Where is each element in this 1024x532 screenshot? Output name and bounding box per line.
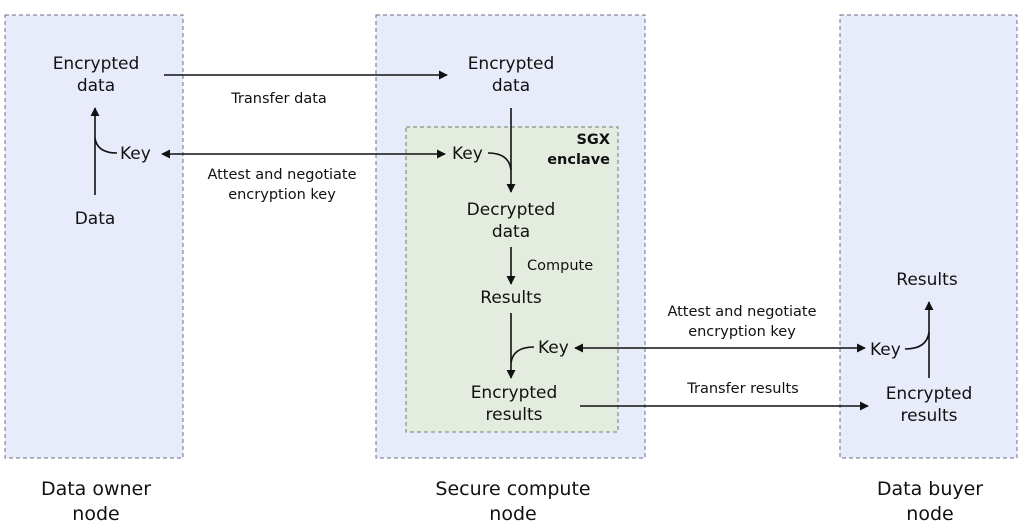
enclave-compute-label: Compute (527, 258, 593, 274)
compute-encrypted-data-line1: Encrypted (468, 54, 555, 74)
enclave-key-in-label: Key (452, 144, 483, 164)
compute-node-label-line1: Secure compute (435, 478, 590, 500)
buyer-encrypted-results-line1: Encrypted (886, 384, 973, 404)
enclave-encrypted-results-line1: Encrypted (471, 383, 558, 403)
compute-node-label-line2: node (489, 503, 536, 525)
buyer-node-label-line1: Data buyer (877, 478, 983, 500)
data-buyer-node-box (839, 14, 1018, 459)
transfer-data-label: Transfer data (230, 91, 327, 107)
enclave-results-label: Results (480, 288, 542, 308)
enclave-key-out-label: Key (538, 338, 569, 358)
enclave-title-line2: enclave (547, 152, 610, 168)
buyer-encrypted-results-line2: results (901, 406, 958, 426)
enclave-encrypted-results-line2: results (486, 405, 543, 425)
owner-data-label: Data (75, 209, 116, 229)
attest-owner-label-line1: Attest and negotiate (207, 167, 356, 183)
enclave-decrypted-line1: Decrypted (467, 200, 556, 220)
buyer-results-label: Results (896, 270, 958, 290)
enclave-key-out-join-curve (510, 346, 535, 364)
buyer-key-join-curve (904, 331, 930, 350)
compute-encrypted-data-line2: data (492, 76, 530, 96)
attest-buyer-label-line1: Attest and negotiate (667, 304, 816, 320)
owner-node-label-line1: Data owner (41, 478, 151, 500)
owner-encrypted-data-line2: data (77, 76, 115, 96)
attest-owner-label-line2: encryption key (228, 187, 336, 203)
enclave-decrypted-line2: data (492, 222, 530, 242)
buyer-node-label-line2: node (906, 503, 953, 525)
owner-key-join-curve (94, 137, 118, 154)
buyer-key-label: Key (870, 340, 901, 360)
enclave-key-in-join-curve (487, 152, 512, 171)
owner-node-label-line2: node (72, 503, 119, 525)
owner-key-label: Key (120, 144, 151, 164)
transfer-results-label: Transfer results (686, 381, 799, 397)
attest-buyer-label-line2: encryption key (688, 324, 796, 340)
enclave-title-line1: SGX (576, 132, 610, 148)
owner-encrypted-data-line1: Encrypted (53, 54, 140, 74)
data-owner-node-box (4, 14, 184, 459)
